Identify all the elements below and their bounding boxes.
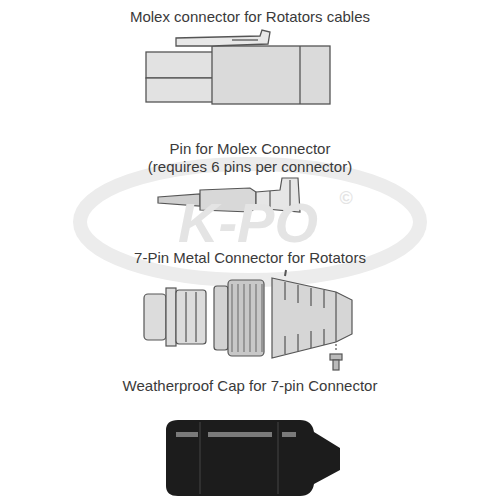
watermark-mark: © xyxy=(339,188,352,209)
knurl-line xyxy=(249,284,250,352)
knurl-line xyxy=(243,284,244,352)
molex-connector xyxy=(146,30,330,104)
plug-body xyxy=(144,288,206,346)
part-caption: Molex connector for Rotators cables xyxy=(130,8,370,26)
coupling-ring xyxy=(214,280,264,356)
knurl-line xyxy=(231,284,232,352)
knurl-line xyxy=(261,284,262,352)
part-note: (requires 6 pins per connector) xyxy=(148,158,352,176)
part-caption: Pin for Molex Connector xyxy=(170,140,331,158)
weatherproof-cap xyxy=(166,420,340,496)
knurl-line xyxy=(255,284,256,352)
watermark: K-PO xyxy=(178,190,318,255)
watermark-ring xyxy=(80,164,420,280)
part-caption: Weatherproof Cap for 7-pin Connector xyxy=(123,377,378,395)
cable-boot xyxy=(272,270,352,370)
knurl-line xyxy=(237,284,238,352)
